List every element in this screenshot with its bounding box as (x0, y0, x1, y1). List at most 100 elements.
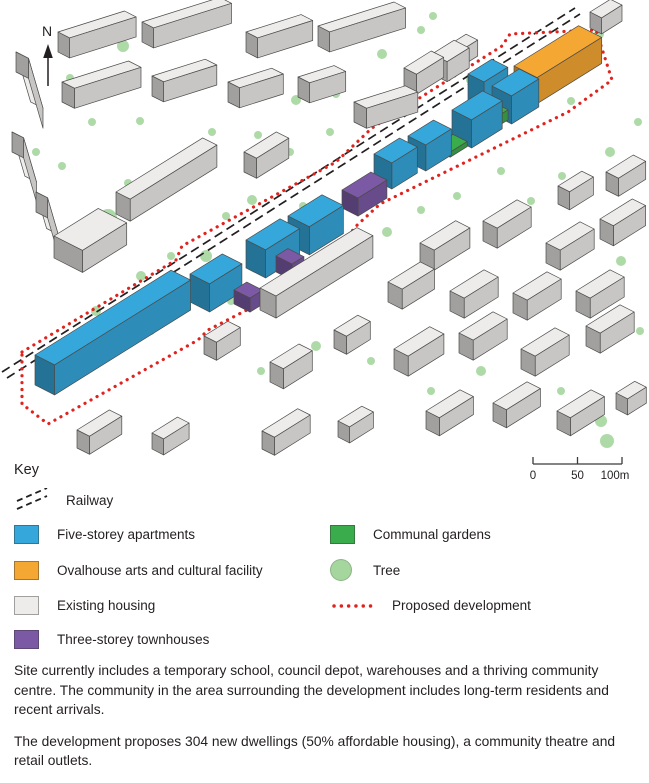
legend-label: Railway (66, 492, 114, 508)
existing-building (227, 67, 284, 109)
scale-tick-label: 50 (571, 470, 584, 482)
tree (254, 131, 262, 139)
buildings-layer (11, 0, 647, 456)
townhouses-building (233, 281, 264, 313)
tree (222, 212, 230, 220)
tree (636, 327, 644, 335)
tree (600, 434, 614, 448)
tree (567, 97, 575, 105)
existing-building (492, 381, 541, 429)
tree (634, 118, 642, 126)
existing-building (141, 0, 232, 49)
existing-building (11, 131, 37, 203)
legend-item-tree: Tree (330, 559, 635, 581)
development-description: The development proposes 304 new dwellin… (14, 733, 616, 769)
existing-building (337, 405, 374, 444)
existing-building (353, 85, 419, 129)
existing-building (599, 198, 646, 247)
legend-item-railway: Railway (14, 488, 635, 512)
tree-icon (330, 559, 352, 581)
existing-building (57, 10, 137, 59)
tree (326, 128, 334, 136)
apartments-building (491, 68, 540, 125)
tree (417, 26, 425, 34)
north-arrow: N (42, 23, 53, 86)
existing-building (261, 408, 311, 456)
existing-building (419, 220, 471, 271)
legend-label: Proposed development (392, 598, 531, 613)
tree (476, 366, 486, 376)
scale-tick-label: 100m (601, 470, 630, 482)
tree (88, 118, 96, 126)
existing-building (403, 50, 445, 95)
existing-building (425, 389, 474, 437)
existing-building (115, 137, 218, 222)
existing-building (585, 304, 635, 354)
apartments-building (34, 269, 191, 396)
legend-label: Ovalhouse arts and cultural facility (57, 562, 263, 578)
tree (117, 40, 129, 52)
legend-item-ovalhouse: Ovalhouse arts and cultural facility (14, 560, 330, 580)
existing-building (245, 14, 314, 59)
townhouses-building (341, 171, 388, 217)
tree (429, 12, 437, 20)
existing-building (259, 227, 374, 319)
existing-building (545, 221, 595, 271)
existing-building (61, 60, 142, 109)
legend-label: Tree (373, 562, 401, 578)
tree (200, 250, 212, 262)
existing-building (76, 409, 123, 455)
existing-building (203, 320, 241, 361)
gardens-swatch-icon (330, 525, 355, 544)
tree (527, 197, 535, 205)
legend-item-five-storey-apartments: Five-storey apartments (14, 525, 330, 544)
tree (257, 367, 265, 375)
legend-item-three-storey-townhouses: Three-storey townhouses (14, 630, 330, 649)
existing-building (269, 343, 313, 390)
existing-building (393, 326, 445, 377)
proposed-development-icon (332, 603, 373, 608)
tree (497, 167, 505, 175)
apartments-building (451, 90, 503, 149)
existing-building (589, 0, 623, 35)
tree (247, 195, 257, 205)
legend-label: Five-storey apartments (57, 527, 196, 542)
tree (382, 227, 392, 237)
site-description: Site currently includes a temporary scho… (14, 663, 609, 718)
proposed-development-boundary (20, 28, 614, 426)
existing-building (605, 154, 647, 197)
existing-building (449, 269, 499, 319)
existing-building (458, 311, 508, 361)
tree (136, 271, 146, 281)
legend-grid: Five-storey apartments Communal gardens … (14, 525, 635, 649)
existing-building (575, 269, 625, 319)
tree (605, 147, 615, 157)
tree (377, 49, 387, 59)
tree (558, 172, 566, 180)
tree (32, 148, 40, 156)
existing-building (317, 1, 406, 53)
railway-icon (16, 488, 48, 510)
tree (427, 387, 435, 395)
townhouses-swatch-icon (14, 630, 39, 649)
scale-tick-label: 0 (530, 470, 536, 482)
legend-item-proposed-development: Proposed development (330, 598, 635, 613)
map-key: Key Railway Five-storey apartments Commu… (0, 462, 649, 649)
tree (557, 387, 565, 395)
tree (367, 357, 375, 365)
tree (208, 128, 216, 136)
existing-building (297, 65, 347, 104)
existing-building (520, 327, 570, 377)
existing-building (53, 208, 128, 273)
existing-housing-swatch-icon (14, 596, 39, 615)
north-label: N (42, 23, 52, 39)
scale-bar: 0 50 100m (530, 457, 630, 482)
legend-label: Existing housing (57, 598, 156, 613)
existing-building (387, 261, 435, 310)
tree (136, 117, 144, 125)
ovalhouse-swatch-icon (14, 560, 39, 580)
tree (311, 341, 321, 351)
existing-building (151, 416, 190, 456)
existing-building (557, 170, 594, 211)
